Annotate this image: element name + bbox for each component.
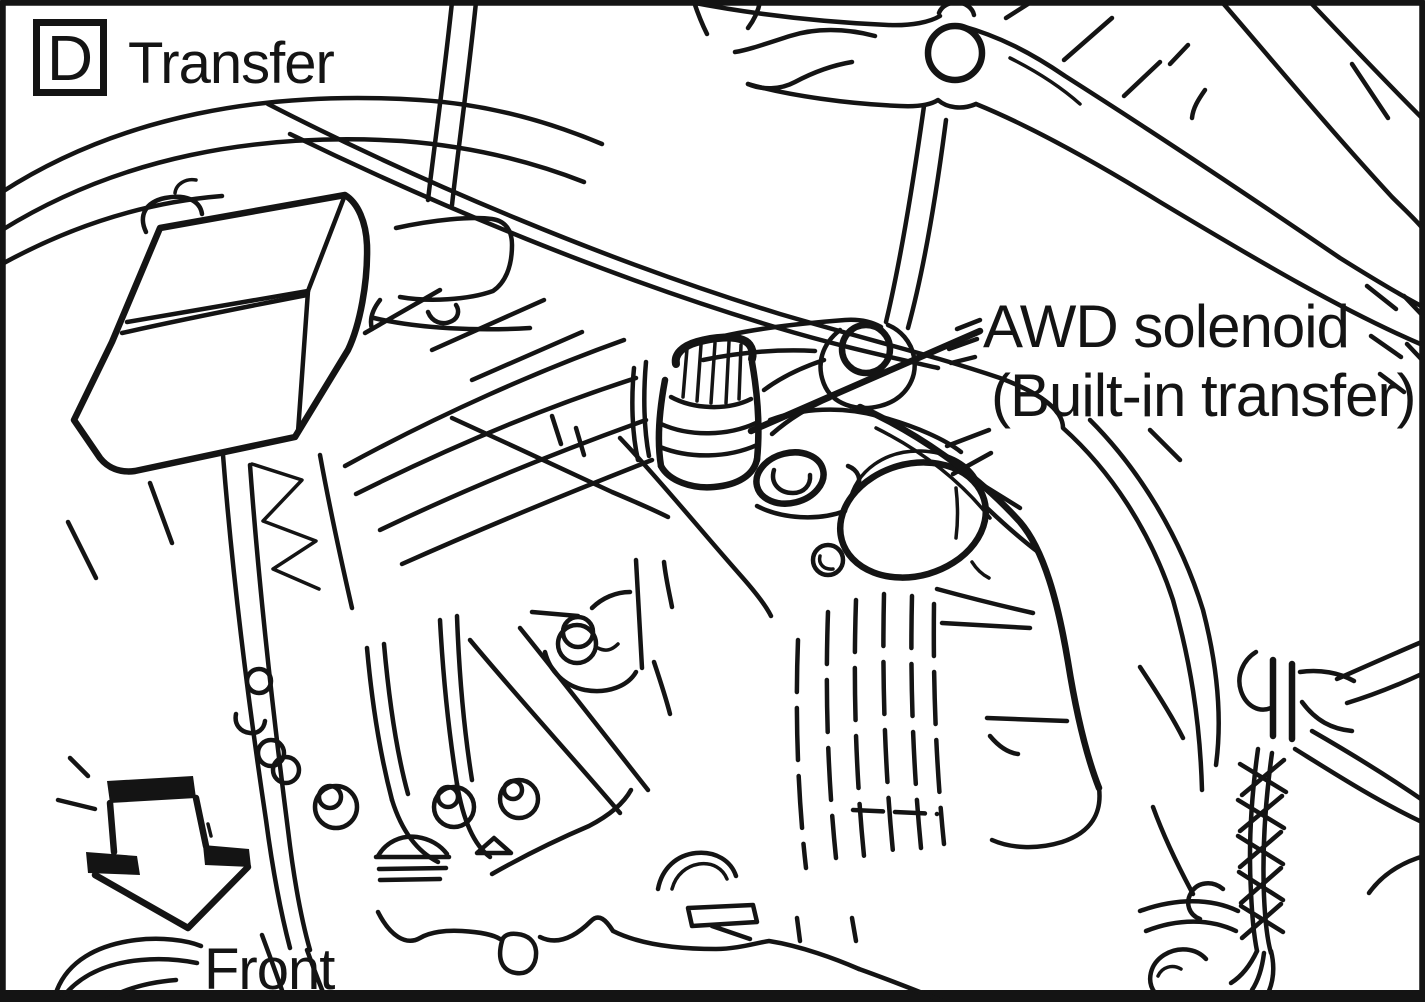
- mount-tab: [140, 194, 205, 235]
- mount-pad: [368, 215, 533, 332]
- crossmember-arm: [687, 0, 1425, 437]
- case-bottom-edge: [373, 834, 948, 1002]
- crossmember-bump: [936, 0, 977, 18]
- bolt-hole-upper: [924, 22, 986, 84]
- solenoid-boss: [753, 449, 862, 578]
- callout-awd-solenoid-line2: (Built-in transfer): [991, 362, 1416, 429]
- left-flange: [220, 452, 330, 1002]
- case-channel-ribs: [364, 557, 675, 877]
- flange-bolt-row: [312, 777, 541, 831]
- case-right-lobe: [794, 403, 1103, 871]
- index-letter: D: [46, 21, 94, 94]
- front-direction-label: Front: [204, 937, 335, 1002]
- front-arrow-icon: [86, 776, 252, 932]
- callout-awd-solenoid-line1: AWD solenoid: [983, 293, 1350, 360]
- bolt-circle: [810, 542, 846, 578]
- diagram-title: Transfer: [128, 31, 335, 96]
- wiring-braid: [1228, 746, 1289, 994]
- case-web-ribs: [317, 287, 671, 611]
- right-side-structures: [1137, 638, 1425, 1002]
- fender-apron-lines: [265, 101, 1221, 793]
- awd-solenoid-figure: [655, 333, 762, 491]
- index-letter-box: D: [33, 19, 107, 96]
- strut-lines: [425, 0, 479, 208]
- engine-mount-bracket: [70, 177, 371, 475]
- top-right-hatch-lines: [1003, 0, 1425, 463]
- bolt-hole-lower: [838, 321, 894, 377]
- left-hatch-strokes: [55, 480, 175, 812]
- front-swoosh-lines: [54, 936, 204, 1002]
- case-bolt-boss: [529, 589, 639, 694]
